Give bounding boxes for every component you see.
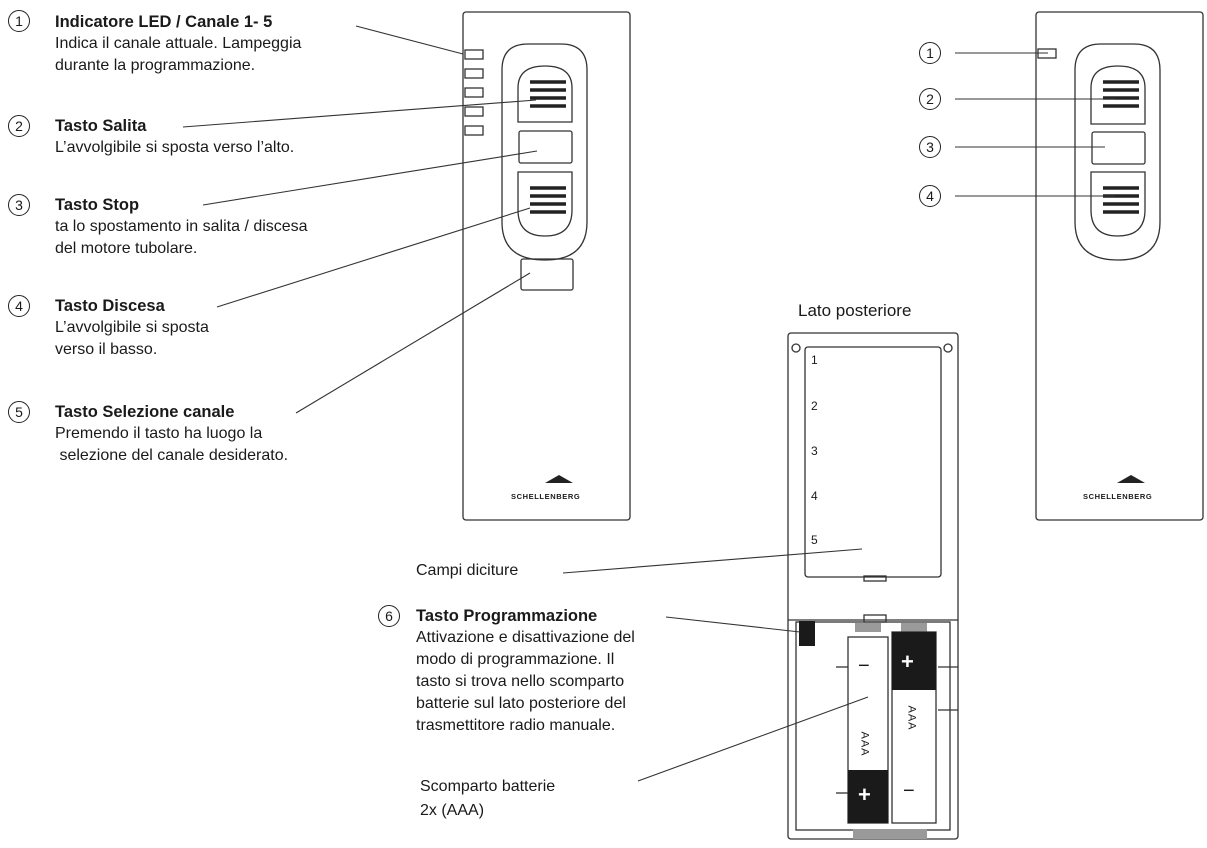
led-5 bbox=[464, 125, 484, 136]
annotation-4-line-2: verso il basso. bbox=[55, 341, 158, 358]
right-remote-body bbox=[1035, 11, 1204, 521]
battery-left-plus: + bbox=[858, 782, 871, 807]
right-down-button bbox=[1090, 171, 1146, 237]
annotation-3: Tasto Stop ta lo spostamento in salita /… bbox=[55, 194, 308, 260]
leader-5 bbox=[295, 272, 531, 414]
annotation-2-title: Tasto Salita bbox=[55, 117, 147, 135]
annotation-1-line-1: Indica il canale attuale. Lampeggia bbox=[55, 35, 302, 52]
down-button bbox=[517, 171, 573, 237]
annotation-1-line-2: durante la programmazione. bbox=[55, 57, 256, 74]
annotation-3-line-2: del motore tubolare. bbox=[55, 240, 198, 257]
annotation-1: Indicatore LED / Canale 1- 5 Indica il c… bbox=[55, 11, 301, 77]
annotation-1-title: Indicatore LED / Canale 1- 5 bbox=[55, 13, 273, 31]
leader-campi bbox=[562, 548, 863, 574]
battery-right-plus: + bbox=[901, 649, 914, 674]
annotation-2-line-1: L’avvolgibile si sposta verso l’alto. bbox=[55, 139, 295, 156]
back-side-title: Lato posteriore bbox=[798, 301, 912, 320]
label-slot-3: 3 bbox=[811, 444, 818, 458]
annotation-6-line-2: modo di programmazione. Il bbox=[416, 651, 615, 668]
label-slot-1: 1 bbox=[811, 353, 818, 367]
callout-number-1: 1 bbox=[8, 10, 30, 32]
annotation-6-line-5: trasmettitore radio manuale. bbox=[416, 717, 616, 734]
battery-left-type: AAA bbox=[858, 731, 871, 757]
annotation-6-line-1: Attivazione e disattivazione del bbox=[416, 629, 635, 646]
front-button-panel bbox=[501, 43, 588, 261]
leader-battery bbox=[637, 696, 869, 782]
right-up-button bbox=[1090, 65, 1146, 125]
leader-6 bbox=[665, 616, 801, 633]
callout-number-6: 6 bbox=[378, 605, 400, 627]
up-button bbox=[517, 65, 573, 123]
front-remote-body bbox=[462, 11, 631, 521]
stop-button bbox=[518, 130, 573, 164]
campi-diciture-label: Campi diciture bbox=[416, 562, 519, 579]
annotation-4-line-1: L’avvolgibile si sposta bbox=[55, 319, 209, 336]
brand-roof-icon bbox=[1117, 475, 1145, 483]
annotation-6-title: Tasto Programmazione bbox=[416, 607, 598, 625]
annotation-4-title: Tasto Discesa bbox=[55, 297, 165, 315]
right-button-panel bbox=[1074, 43, 1161, 261]
battery-right-minus: − bbox=[903, 780, 915, 802]
led-4 bbox=[464, 106, 484, 117]
label-slot-4: 4 bbox=[811, 489, 818, 503]
callout-number-4: 4 bbox=[8, 295, 30, 317]
led-1 bbox=[464, 49, 484, 60]
leader-3 bbox=[202, 150, 538, 206]
battery-label-line-1: Scomparto batterie bbox=[420, 778, 556, 795]
annotation-3-title: Tasto Stop bbox=[55, 196, 140, 214]
channel-select-button bbox=[520, 258, 574, 291]
annotation-5-title: Tasto Selezione canale bbox=[55, 403, 235, 421]
annotation-5: Tasto Selezione canale Premendo il tasto… bbox=[55, 401, 288, 467]
annotation-6: Tasto Programmazione Attivazione e disat… bbox=[416, 605, 635, 737]
annotation-3-line-1: ta lo spostamento in salita / discesa bbox=[55, 218, 308, 235]
leader-4 bbox=[216, 207, 531, 308]
leader-1 bbox=[355, 25, 464, 55]
callout-number-2: 2 bbox=[8, 115, 30, 137]
leader-2 bbox=[182, 99, 537, 128]
battery-right-type: AAA bbox=[905, 705, 918, 731]
program-button bbox=[799, 621, 815, 646]
annotation-6-line-4: batterie sul lato posteriore del bbox=[416, 695, 626, 712]
brand-roof-icon bbox=[545, 475, 573, 483]
annotation-6-line-3: tasto si trova nello scomparto bbox=[416, 673, 625, 690]
annotation-2: Tasto Salita L’avvolgibile si sposta ver… bbox=[55, 115, 294, 159]
right-callout-2: 2 bbox=[919, 88, 941, 110]
right-stop-button bbox=[1091, 131, 1146, 165]
label-slot-2: 2 bbox=[811, 399, 818, 413]
callout-number-5: 5 bbox=[8, 401, 30, 423]
annotation-5-line-2: selezione del canale desiderato. bbox=[55, 447, 289, 464]
right-callout-3: 3 bbox=[919, 136, 941, 158]
led-3 bbox=[464, 87, 484, 98]
label-slot-5: 5 bbox=[811, 533, 818, 547]
annotation-5-line-1: Premendo il tasto ha luogo la bbox=[55, 425, 263, 442]
led-2 bbox=[464, 68, 484, 79]
label-panel bbox=[804, 346, 942, 578]
right-callout-4: 4 bbox=[919, 185, 941, 207]
annotation-4: Tasto Discesa L’avvolgibile si sposta ve… bbox=[55, 295, 209, 361]
battery-label-line-2: 2x (AAA) bbox=[420, 802, 485, 819]
brand-logo-right: SCHELLENBERG bbox=[1083, 492, 1153, 501]
brand-logo-front: SCHELLENBERG bbox=[511, 492, 581, 501]
callout-number-3: 3 bbox=[8, 194, 30, 216]
right-callout-1: 1 bbox=[919, 42, 941, 64]
battery-left-minus: − bbox=[858, 655, 870, 677]
